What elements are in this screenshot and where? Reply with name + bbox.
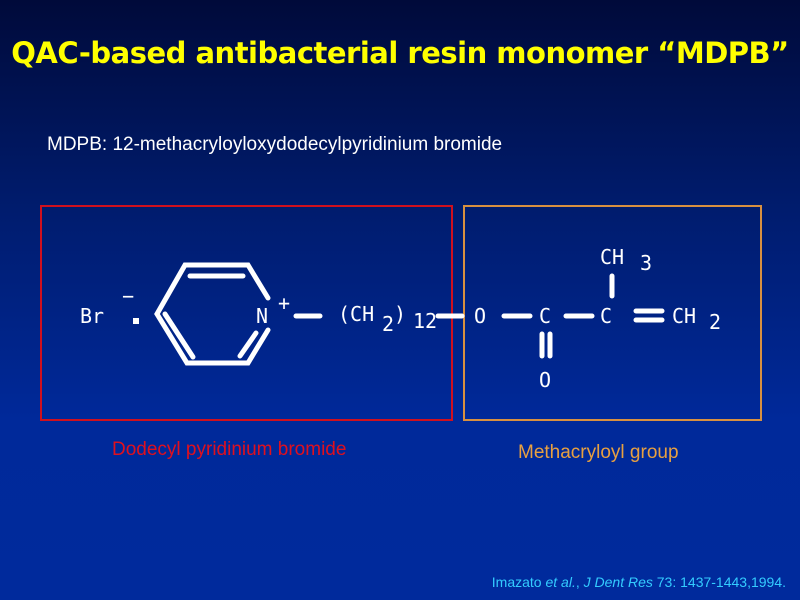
slide-title: QAC-based antibacterial resin monomer “M… [11, 36, 789, 70]
dodecyl-pyridinium-box [40, 205, 453, 421]
ionic-dot [133, 318, 139, 324]
ring-double-bond [162, 311, 196, 360]
dodecyl-label: Dodecyl pyridinium bromide [112, 439, 347, 460]
citation-sep: , [575, 574, 584, 590]
pyridine-ring [154, 262, 271, 366]
bonds [154, 262, 665, 366]
citation-rest: 73: 1437-1443,1994. [652, 574, 786, 590]
methacryloyl-box [463, 205, 762, 421]
methylene-label: (CH [338, 302, 374, 326]
vinyl-subscript: 2 [709, 310, 721, 334]
vinyl-label: CH [672, 304, 696, 328]
carbonyl-oxygen: O [539, 368, 551, 392]
nitrogen-label: N [256, 304, 268, 328]
bromide-label: Br [80, 304, 104, 328]
alpha-carbon: C [600, 304, 612, 328]
methylene-close: ) [394, 302, 406, 326]
methacryloyl-label: Methacryloyl group [518, 442, 679, 463]
subtitle: MDPB: 12-methacryloyloxydodecylpyridiniu… [47, 134, 503, 155]
chain-count: 12 [413, 309, 437, 333]
citation-author: Imazato [491, 574, 546, 590]
minus-charge: − [122, 284, 134, 308]
citation-etal: et al. [545, 574, 576, 590]
methyl-subscript: 3 [640, 251, 652, 275]
plus-charge: + [278, 291, 290, 315]
ester-oxygen: O [474, 304, 486, 328]
carbonyl-carbon: C [539, 304, 551, 328]
ring-double-bond [237, 330, 259, 359]
citation: Imazato et al., J Dent Res 73: 1437-1443… [492, 574, 786, 590]
methylene-subscript: 2 [382, 312, 394, 336]
citation-journal: J Dent Res [583, 574, 653, 590]
methyl-label: CH [600, 245, 624, 269]
